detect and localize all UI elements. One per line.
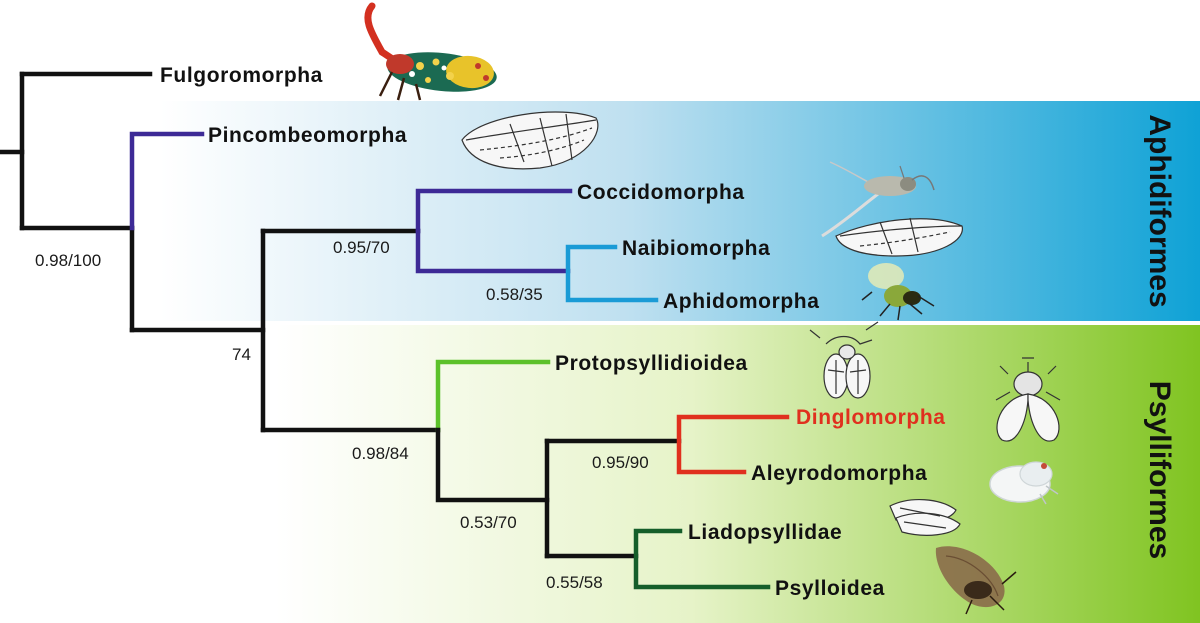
- taxon-protopsyllidioidea: Protopsyllidioidea: [555, 352, 748, 375]
- psylliformes-label: Psylliformes: [1143, 381, 1176, 559]
- aphidiformes-label: Aphidiformes: [1143, 114, 1176, 307]
- taxon-dinglomorpha: Dinglomorpha: [796, 406, 946, 429]
- psylliformes-split-lower: [435, 427, 550, 503]
- taxon-naibiomorpha: Naibiomorpha: [622, 237, 770, 260]
- taxon-fulgoromorpha: Fulgoromorpha: [160, 64, 323, 87]
- branch-pincombeomorpha: [129, 131, 205, 231]
- branch-naib-aphid: [565, 244, 659, 303]
- protopsyllidioidea-illustration: [809, 321, 879, 399]
- aphidiformes-panel: [160, 101, 1200, 321]
- support-sternorrhyncha: 0.98/100: [35, 251, 101, 270]
- support-coccid-aphid: 0.95/70: [333, 238, 390, 257]
- branch-protopsyllidioidea: [435, 359, 551, 433]
- branch-naib-aphid-stem: [415, 228, 571, 274]
- taxon-aphidomorpha: Aphidomorpha: [663, 290, 820, 313]
- psylloidea-illustration: [935, 546, 1017, 615]
- aleyrodomorpha-illustration: [989, 461, 1059, 505]
- tree-branches: [0, 71, 790, 590]
- branch-coccidomorpha: [415, 188, 573, 234]
- coccidomorpha-illustration: [821, 161, 935, 238]
- support-liad-psyl: 0.55/58: [546, 573, 603, 592]
- dinglomorpha-illustration: [995, 357, 1061, 442]
- taxon-psylloidea: Psylloidea: [775, 577, 885, 600]
- support-naib-aphid: 0.58/35: [486, 285, 543, 304]
- liadopsyllidae-wing-illustration: [889, 499, 961, 536]
- taxon-pincombeomorpha: Pincombeomorpha: [208, 124, 407, 147]
- aphidomorpha-illustration: [861, 263, 935, 321]
- taxon-liadopsyllidae: Liadopsyllidae: [688, 521, 842, 544]
- support-core: 74: [232, 345, 251, 364]
- pincombeomorpha-wing-illustration: [461, 111, 599, 170]
- lanternfly-illustration: [364, 2, 497, 101]
- branch-liad-psyl: [633, 528, 771, 590]
- support-inner: 0.53/70: [460, 513, 517, 532]
- support-psylliformes: 0.98/84: [352, 444, 409, 463]
- branch-ding-aley: [676, 414, 790, 475]
- taxon-aleyrodomorpha: Aleyrodomorpha: [751, 462, 927, 485]
- taxon-coccidomorpha: Coccidomorpha: [577, 181, 745, 204]
- naibiomorpha-wing-illustration: [835, 217, 963, 257]
- support-ding-aley: 0.95/90: [592, 453, 649, 472]
